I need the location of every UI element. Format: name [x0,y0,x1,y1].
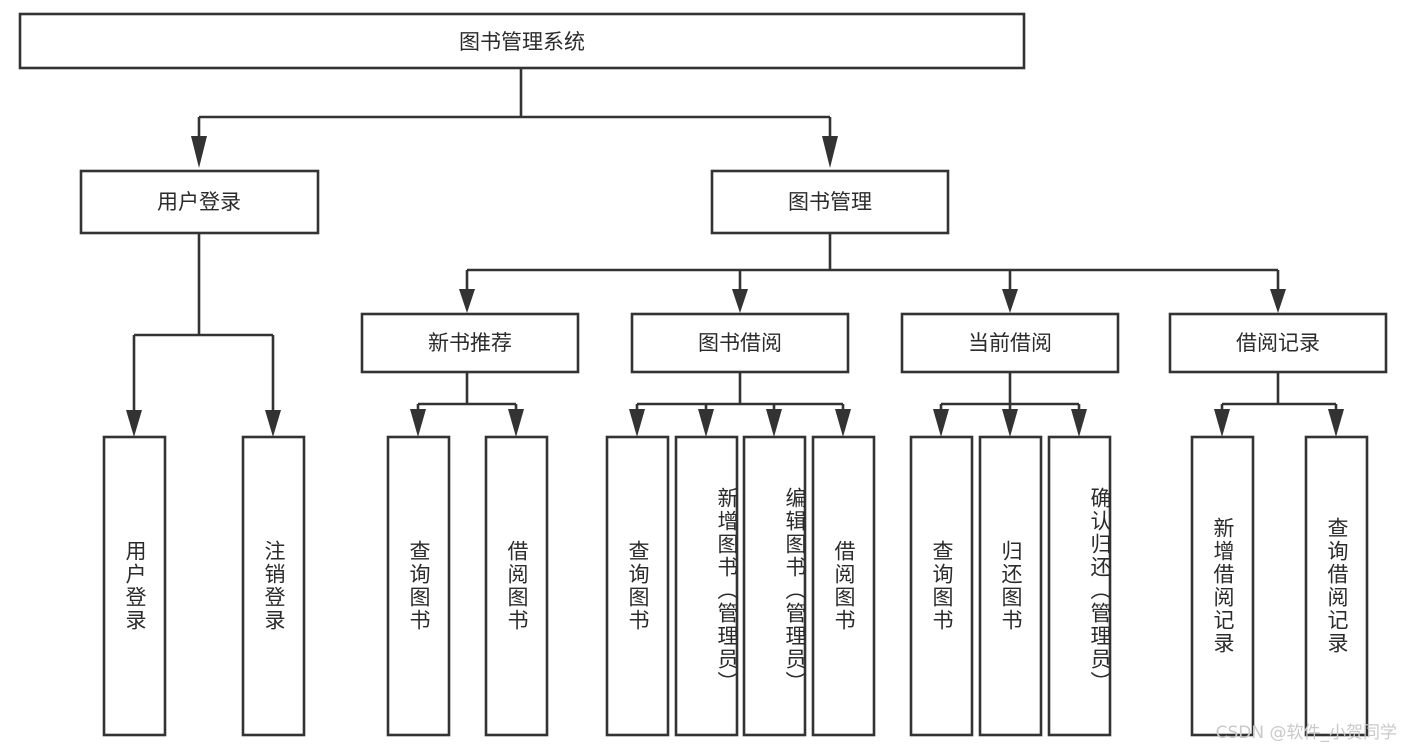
arrow-to-book-management [822,136,838,168]
arrow-to-book-borrow [732,289,748,313]
arrow-leaf-query-book-1 [410,409,426,437]
arrow-leaf-query-record [1328,409,1344,437]
arrow-leaf-query-book-3 [933,409,949,437]
node-root-label: 图书管理系统 [459,30,585,54]
node-book-management[interactable]: 图书管理 [710,169,950,235]
node-root[interactable]: 图书管理系统 [18,12,1026,70]
leaf-box-layer [102,435,1369,737]
node-borrow-records-box[interactable] [1168,312,1388,374]
leaf-box-user-logout[interactable] [241,435,306,737]
node-new-book-recommend-label: 新书推荐 [428,331,512,355]
arrow-to-user-login [191,136,207,168]
arrow-to-current-borrow [1002,289,1018,313]
arrow-to-borrow-records [1270,289,1286,313]
node-book-management-label: 图书管理 [788,190,872,214]
leaf-box-borrow-book-1[interactable] [484,435,549,737]
node-book-borrow-box[interactable] [630,312,850,374]
csdn-watermark: CSDN @软件_小贺同学 [1215,723,1397,743]
leaf-box-return-book[interactable] [978,435,1043,737]
leaf-box-edit-book[interactable] [742,435,807,737]
node-borrow-records-label: 借阅记录 [1236,331,1320,355]
arrow-leaf-confirm-return [1071,409,1087,437]
leaf-box-query-book-3[interactable] [909,435,974,737]
node-user-login-label: 用户登录 [157,190,241,214]
arrow-leaf-borrow-book-2 [835,409,851,437]
node-user-login-box[interactable] [79,169,320,235]
arrow-leaf-user-logout [265,410,281,437]
node-book-management-box[interactable] [710,169,950,235]
arrow-leaf-add-record [1214,409,1230,437]
arrow-leaf-edit-book [766,409,782,437]
node-root-box[interactable] [18,12,1026,70]
node-current-borrow[interactable]: 当前借阅 [900,312,1120,374]
node-user-login[interactable]: 用户登录 [79,169,320,235]
leaf-box-add-record[interactable] [1190,435,1255,737]
node-current-borrow-label: 当前借阅 [968,331,1052,355]
connector-layer [126,68,1344,437]
leaf-box-user-login[interactable] [102,435,167,737]
node-current-borrow-box[interactable] [900,312,1120,374]
arrow-leaf-add-book [698,409,714,437]
arrow-leaf-query-book-2 [629,409,645,437]
node-borrow-records[interactable]: 借阅记录 [1168,312,1388,374]
leaf-box-add-book[interactable] [674,435,739,737]
node-new-book-recommend-box[interactable] [360,312,580,374]
leaf-box-query-book-1[interactable] [386,435,451,737]
leaf-box-confirm-return[interactable] [1047,435,1112,737]
arrow-leaf-borrow-book-1 [508,409,524,437]
leaf-box-query-book-2[interactable] [605,435,670,737]
leaf-box-query-record[interactable] [1304,435,1369,737]
arrow-leaf-return-book [1002,409,1018,437]
node-book-borrow[interactable]: 图书借阅 [630,312,850,374]
arrow-leaf-user-login [126,410,142,437]
arrow-to-new-book-recommend [459,289,475,313]
node-book-borrow-label: 图书借阅 [698,331,782,355]
node-new-book-recommend[interactable]: 新书推荐 [360,312,580,374]
leaf-box-borrow-book-2[interactable] [811,435,876,737]
